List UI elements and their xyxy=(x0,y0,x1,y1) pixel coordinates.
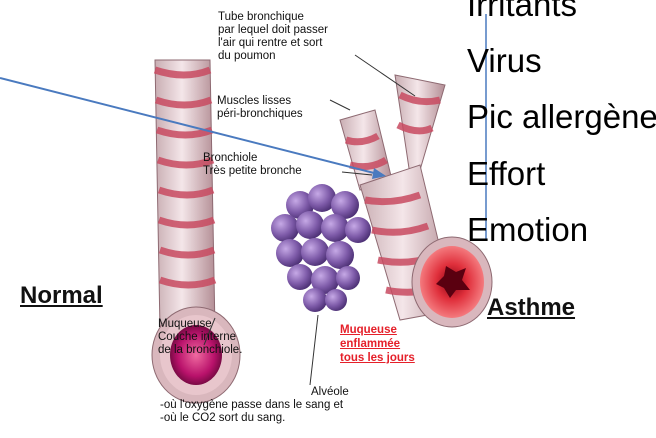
normal-title: Normal xyxy=(20,282,103,310)
tube-line-1: Tube bronchique xyxy=(218,11,328,24)
bronchiole-line-1: Bronchiole xyxy=(203,152,302,165)
alveole-line-2: -où l'oxygène passe dans le sang et xyxy=(160,399,349,412)
bronchiole-line-2: Très petite bronche xyxy=(203,165,302,178)
tube-line-2: par lequel doit passer xyxy=(218,24,328,37)
muqueuse-line-1: Muqueuse xyxy=(158,318,242,331)
muscles-annotation: Muscles lisses péri-bronchiques xyxy=(217,95,303,121)
trigger-pic-allergene: Pic allergène xyxy=(467,98,656,136)
muqueuse-annotation: Muqueuse Couche interne de la bronchiole… xyxy=(158,318,242,357)
muscles-line-1: Muscles lisses xyxy=(217,95,303,108)
tube-line-3: l'air qui rentre et sort xyxy=(218,37,328,50)
alveole-annotation: Alvéole -où l'oxygène passe dans le sang… xyxy=(293,386,349,425)
alveole-line-1: Alvéole xyxy=(293,386,349,399)
trigger-effort: Effort xyxy=(467,155,545,193)
muscles-line-2: péri-bronchiques xyxy=(217,108,303,121)
enflammee-line-2: enflammée xyxy=(340,337,415,351)
tube-line-4: du poumon xyxy=(218,50,328,63)
enflammee-line-3: tous les jours xyxy=(340,351,415,365)
alveoli-cluster xyxy=(271,184,371,312)
trigger-irritants: Irritants xyxy=(467,0,577,24)
muqueuse-line-3: de la bronchiole. xyxy=(158,344,242,357)
asthme-title: Asthme xyxy=(487,294,575,322)
trigger-virus: Virus xyxy=(467,42,542,80)
alveole-line-3: -où le CO2 sort du sang. xyxy=(160,412,349,425)
enflammee-line-1: Muqueuse xyxy=(340,323,415,337)
muqueuse-enflammee-annotation: Muqueuse enflammée tous les jours xyxy=(340,323,415,365)
muqueuse-line-2: Couche interne xyxy=(158,331,242,344)
trigger-emotion: Emotion xyxy=(467,211,588,249)
tube-annotation: Tube bronchique par lequel doit passer l… xyxy=(218,11,328,63)
bronchiole-annotation: Bronchiole Très petite bronche xyxy=(203,152,302,178)
